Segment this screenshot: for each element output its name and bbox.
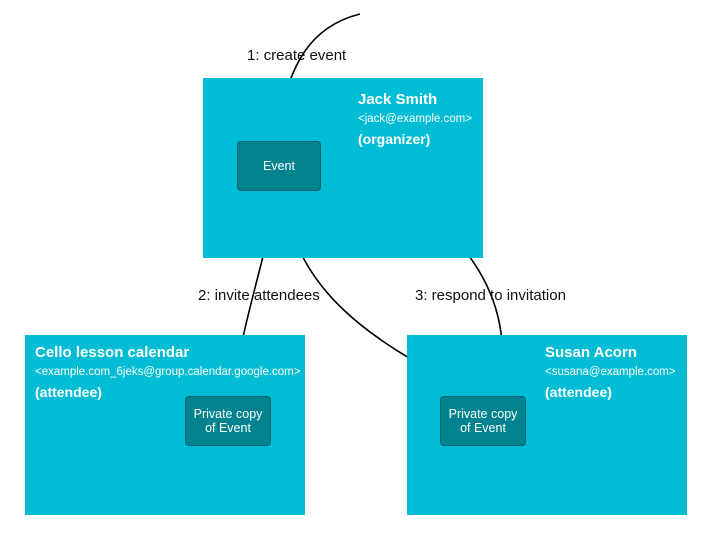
organizer-email: <jack@example.com> — [358, 113, 472, 126]
attendee-name: Susan Acorn — [545, 344, 637, 361]
calendar-email: <example.com_6jeks@group.calendar.google… — [35, 366, 301, 379]
attendee-email: <susana@example.com> — [545, 366, 676, 379]
event-node: Event — [237, 141, 321, 191]
attendee-role: (attendee) — [545, 383, 612, 400]
label-respond-invitation: 3: respond to invitation — [415, 287, 566, 304]
attendee-info: Susan Acorn <susana@example.com> (attend… — [545, 343, 676, 402]
calendar-box: Cello lesson calendar <example.com_6jeks… — [25, 335, 305, 515]
organizer-info: Jack Smith <jack@example.com> (organizer… — [358, 90, 472, 149]
organizer-box: Jack Smith <jack@example.com> (organizer… — [203, 78, 483, 258]
label-create-event: 1: create event — [247, 47, 347, 64]
organizer-name: Jack Smith — [358, 91, 438, 108]
attendee-box: Susan Acorn <susana@example.com> (attend… — [407, 335, 687, 515]
calendar-private-copy-node: Private copy of Event — [185, 396, 271, 446]
calendar-role: (attendee) — [35, 383, 102, 400]
organizer-role: (organizer) — [358, 130, 431, 147]
calendar-info: Cello lesson calendar <example.com_6jeks… — [35, 343, 300, 402]
label-invite-attendees: 2: invite attendees — [198, 287, 320, 304]
attendee-private-copy-node: Private copy of Event — [440, 396, 526, 446]
calendar-name: Cello lesson calendar — [35, 344, 190, 361]
